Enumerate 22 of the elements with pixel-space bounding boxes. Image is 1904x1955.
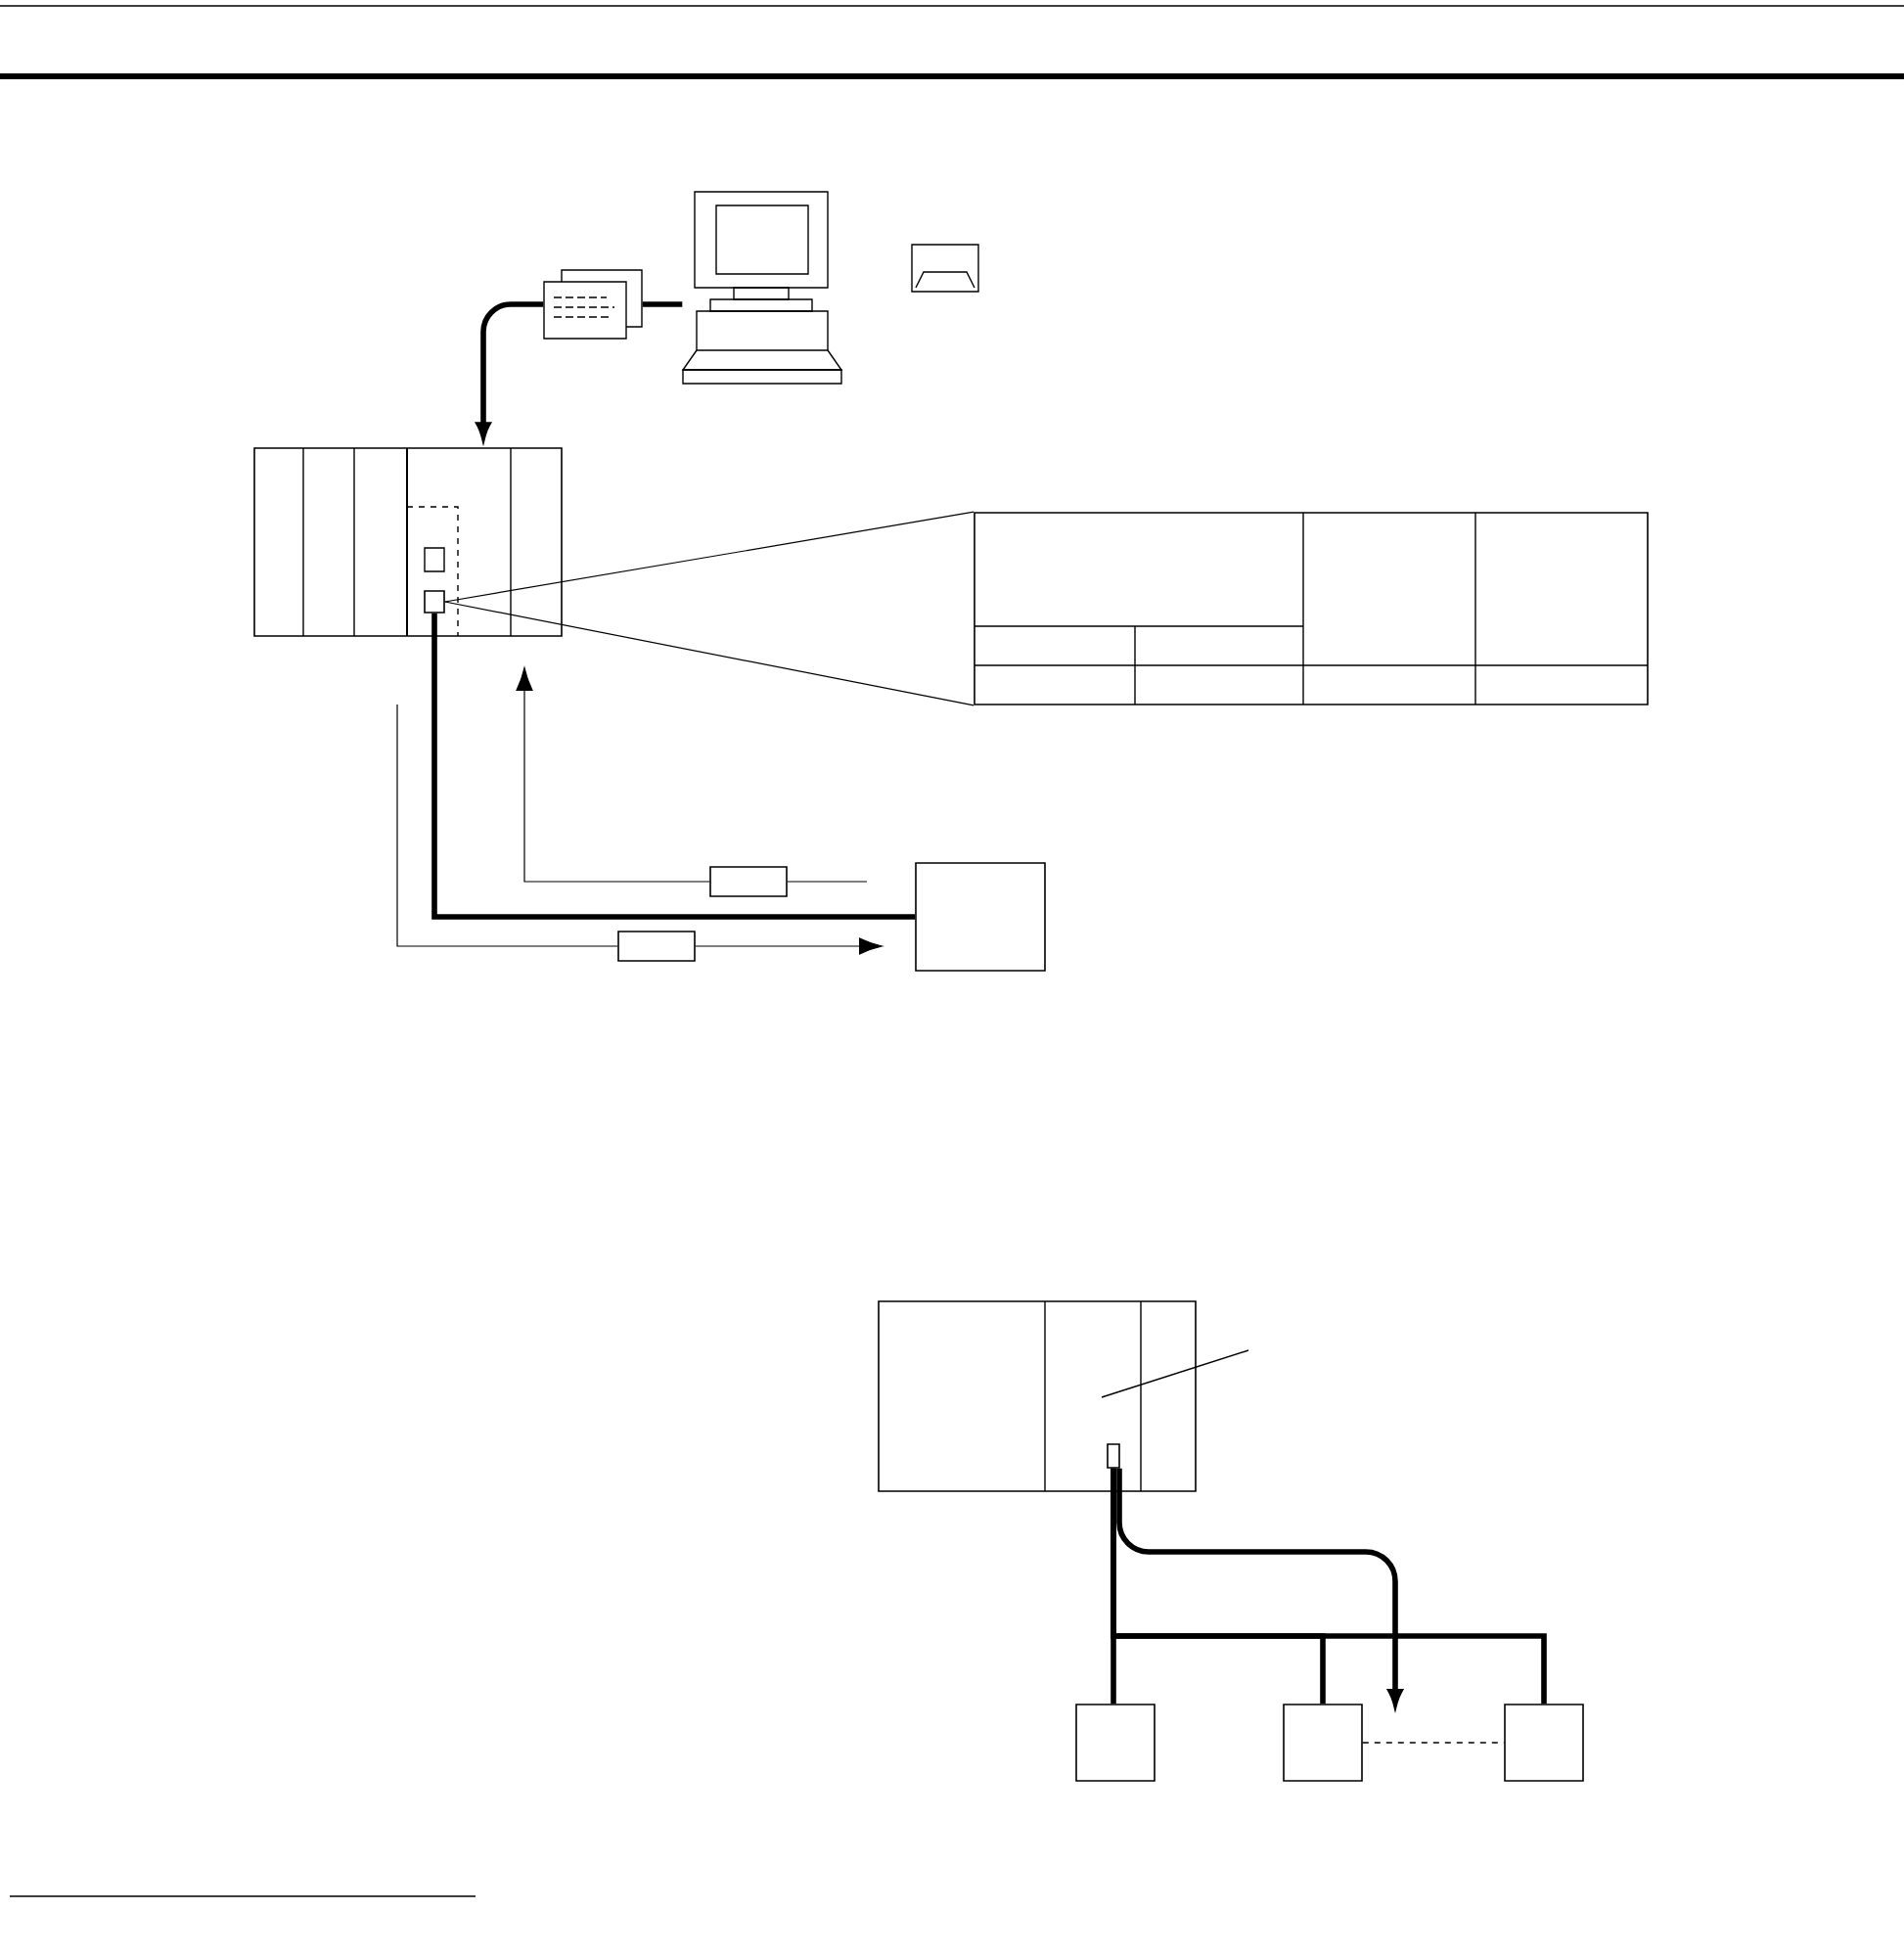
computer-drawing [681, 191, 843, 385]
arrow [695, 937, 883, 955]
port [424, 590, 445, 614]
zoom-line [444, 511, 975, 603]
plc-rack [878, 1300, 1197, 1492]
slave-box [1075, 1704, 1156, 1782]
resistor-symbol [617, 931, 696, 962]
plc-rack [253, 447, 563, 637]
table [974, 512, 1649, 705]
slave-box [1504, 1704, 1584, 1782]
zoom-line [444, 601, 975, 706]
arrow [516, 667, 710, 883]
slave-box [1283, 1704, 1363, 1782]
resistor-symbol [709, 866, 788, 897]
device-box [915, 862, 1046, 972]
cable [396, 704, 618, 947]
memory-card-drawing [543, 269, 643, 340]
cable [642, 301, 683, 307]
cable [431, 613, 916, 920]
cable [787, 881, 868, 883]
port [1107, 1443, 1120, 1469]
cable [1111, 1468, 1547, 1705]
